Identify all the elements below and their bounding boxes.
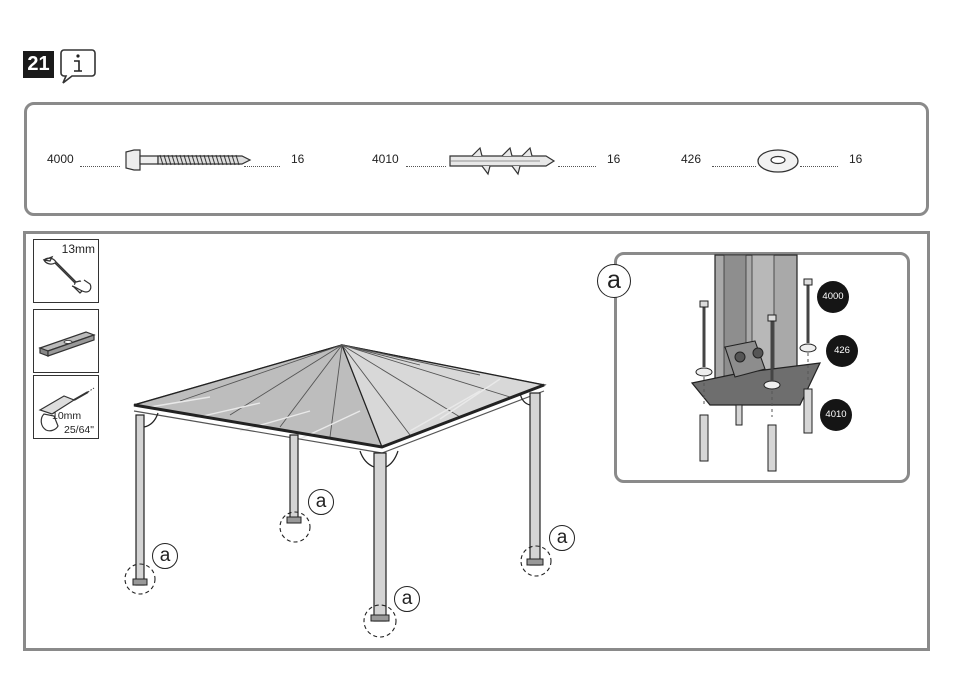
leader-line — [244, 166, 280, 167]
leader-line — [712, 166, 756, 167]
tool-drill: 10mm 25/64" — [33, 375, 99, 439]
info-icon — [60, 49, 96, 84]
main-illustration-panel — [23, 231, 930, 651]
post-anchor-detail — [690, 254, 822, 472]
lag-screw-icon — [125, 149, 252, 171]
detail-label-a: a — [597, 264, 631, 298]
leader-line — [80, 166, 120, 167]
step-number-badge: 21 — [23, 51, 54, 78]
part-qty-4010: 16 — [607, 152, 621, 166]
drill-size-metric: 10mm — [52, 410, 82, 422]
part-qty-4000: 16 — [291, 152, 305, 166]
callout-a: a — [549, 525, 575, 551]
part-qty-426: 16 — [849, 152, 863, 166]
part-code-4010: 4010 — [372, 152, 399, 166]
tag-426: 426 — [826, 335, 858, 367]
part-code-4000: 4000 — [47, 152, 74, 166]
leader-line — [800, 166, 838, 167]
gazebo-illustration — [124, 344, 552, 638]
washer-icon — [757, 149, 799, 173]
callout-a: a — [152, 543, 178, 569]
tool-wrench: 13mm — [33, 239, 99, 303]
wrench-size-label: 13mm — [61, 242, 95, 256]
callout-a: a — [308, 489, 334, 515]
drill-icon — [38, 387, 95, 432]
leader-line — [558, 166, 596, 167]
tool-level — [33, 309, 99, 373]
tag-4010: 4010 — [820, 399, 852, 431]
wall-plug-icon — [449, 146, 556, 176]
tag-4000: 4000 — [817, 281, 849, 313]
part-code-426: 426 — [681, 152, 702, 166]
drill-size-imperial: 25/64" — [64, 424, 95, 436]
spirit-level-icon — [38, 331, 96, 357]
wrench-icon — [42, 255, 92, 294]
parts-list-panel — [24, 102, 929, 216]
leader-line — [406, 166, 446, 167]
callout-a: a — [394, 586, 420, 612]
